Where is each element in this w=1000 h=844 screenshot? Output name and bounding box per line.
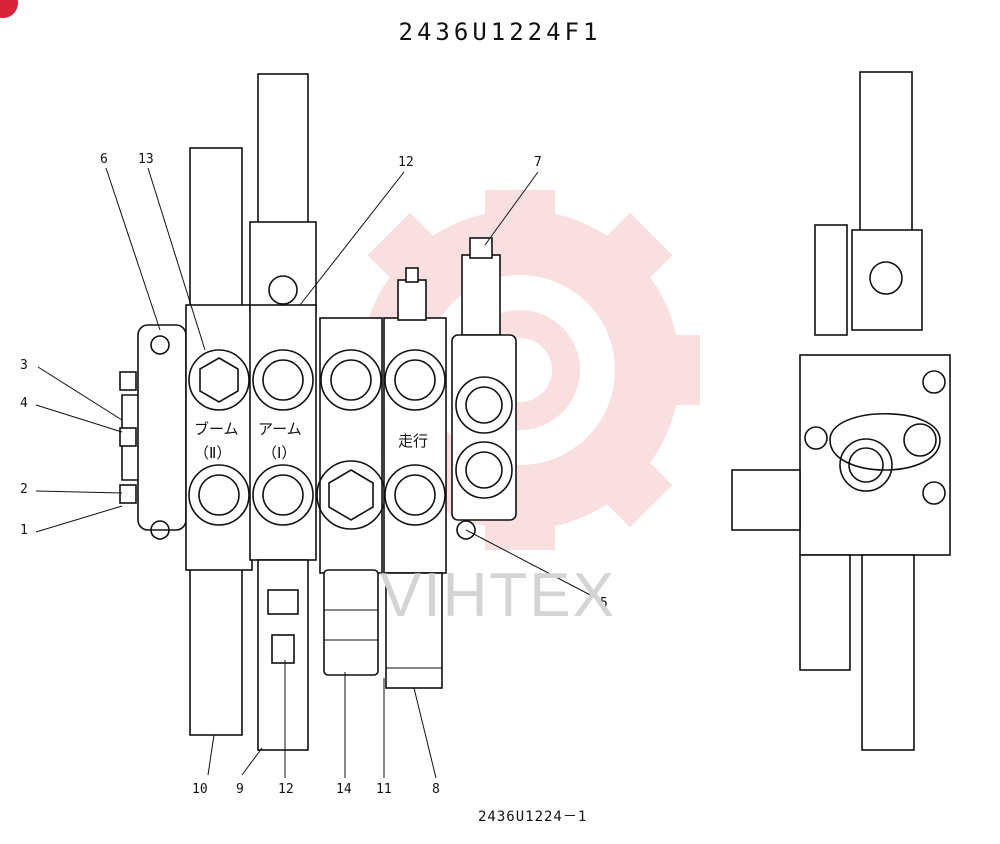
callout-5: 5 <box>600 596 608 611</box>
callout-6: 6 <box>100 152 108 167</box>
front-view <box>119 73 517 751</box>
drawing-footer-code: 2436U1224－1 <box>478 809 588 825</box>
callout-12-top: 12 <box>398 155 414 170</box>
watermark-text: VIHTEX <box>380 561 616 630</box>
callout-12-bottom: 12 <box>278 782 294 797</box>
label-arm-numeral: （Ⅰ） <box>262 444 297 462</box>
label-boom-numeral: （Ⅱ） <box>194 444 232 462</box>
callout-13: 13 <box>138 152 154 167</box>
callout-8: 8 <box>432 782 440 797</box>
callout-2: 2 <box>20 482 28 497</box>
callout-9: 9 <box>236 782 244 797</box>
corner-badge <box>0 0 18 18</box>
callout-7: 7 <box>534 155 542 170</box>
callout-14: 14 <box>336 782 352 797</box>
leader-lines <box>35 167 597 779</box>
callout-1: 1 <box>20 523 28 538</box>
label-travel: 走行 <box>398 432 429 450</box>
label-arm: アーム <box>258 420 302 438</box>
label-boom: ブーム <box>194 420 239 438</box>
callout-10: 10 <box>192 782 208 797</box>
side-view <box>731 71 951 751</box>
callout-4: 4 <box>20 396 28 411</box>
drawing-title: 2436U1224F1 <box>398 18 602 46</box>
callout-11: 11 <box>376 782 392 797</box>
callout-3: 3 <box>20 358 28 373</box>
